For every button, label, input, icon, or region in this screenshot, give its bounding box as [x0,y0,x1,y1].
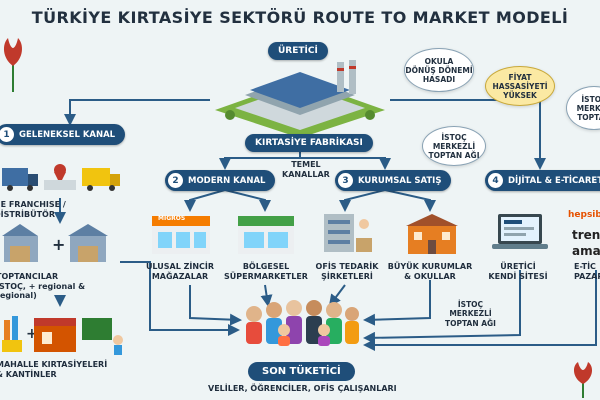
channel-number: 3 [338,173,353,188]
channel-label: DİJİTAL & E-TİCARET [508,175,600,186]
end-consumer-label: SON TÜKETİCİ [248,362,355,381]
page-title: TÜRKİYE KIRTASİYE SEKTÖRÜ ROUTE TO MARKE… [31,8,569,27]
core-channels-note: TEMEL KANALLAR [282,160,330,179]
office-supply-label: OFİS TEDARİK ŞİRKETLERİ [315,262,379,281]
school-building-icon [406,214,458,254]
svg-text:+: + [52,235,65,254]
factory-icon [215,60,385,138]
channel-label: GELENEKSEL KANAL [19,129,116,140]
arrow-marketplace-to-consumer [363,270,597,351]
channel-number: 4 [488,173,503,188]
trucks-icon [2,164,120,191]
end-consumer-subtitle: VELİLER, ÖĞRENCİLER, OFİS ÇALIŞANLARI [208,384,397,393]
channel-number: 2 [168,173,183,188]
arrow-office-to-consumer [328,284,346,307]
channel-digital: 4 DİJİTAL & E-TİCARET [485,170,600,191]
channel-modern: 2 MODERN KANAL [165,170,276,191]
marketplaces-label: E-TİC PAZARY [574,262,600,281]
store-sign: MIGROS [158,215,186,222]
svg-text:+: + [26,326,38,342]
arrow-to-modern [219,148,301,170]
neighborhood-stores-label: MAHALLE KIRTASİYELERİ & KANTİNLER [0,360,108,379]
factory-label: KIRTASİYE FABRİKASI [245,134,373,152]
laptop-icon [492,214,548,249]
arrow-institutions-to-consumer [363,280,431,326]
arrow-own-site-to-consumer [363,270,521,344]
price-sensitivity-bubble: FİYAT HASSASİYETİ YÜKSEK [485,66,555,106]
arrow-to-regional [224,189,271,212]
national-chains-label: ULUSAL ZİNCİR MAĞAZALAR [145,262,215,281]
consumers-group-icon [246,300,359,346]
channel-traditional: 1 GELENEKSEL KANAL [0,124,126,145]
arrow-to-office [339,189,386,212]
istoc-network-note-bottom: İSTOÇ MERKEZLİ TOPTAN AĞI [445,300,496,328]
wholesalers-label: TOPTANCILAR İSTOÇ, + regional & regional… [0,272,86,301]
producer-label: ÜRETİCİ [268,42,328,60]
regional-supermarket-icon [238,216,294,254]
arrow-chains-to-consumer [189,285,242,326]
own-site-label: ÜRETİCİ KENDİ SİTESİ [488,262,548,281]
channel-label: KURUMSAL SATIŞ [358,175,442,186]
back-to-school-bubble: OKULA DÖNÜŞ DÖNEMİ HASADI [404,48,474,92]
arrow-to-chains [184,189,226,212]
channel-label: MODERN KANAL [188,175,266,186]
warehouses-icon: + [2,224,108,262]
brand-trendyol: tren [572,228,600,242]
arrow-regional-to-consumer [260,284,273,307]
brand-hepsiburada: hepsib [568,210,600,220]
channel-corporate: 3 KURUMSAL SATIŞ [335,170,452,191]
large-institutions-label: BÜYÜK KURUMLAR & OKULLAR [387,262,473,281]
arrow-to-traditional [64,99,210,126]
istoc-network-bubble-top: İSTOÇ MERKEZLİ TOPTAN AĞI [422,126,486,166]
tulip-icon-left [3,38,23,92]
regional-supermarkets-label: BÖLGESEL SÜPERMARKETLER [224,262,308,281]
arrow-wholesale-to-consumer [120,261,240,336]
office-supply-icon [324,214,372,252]
national-chain-store-icon [152,216,210,254]
arrow-to-corporate [300,157,391,170]
tulip-icon-right [573,362,593,398]
brand-amazon: amaz [572,244,600,258]
franchise-distributor-label: GE FRANCHISE / DİSTRİBÜTÖR [0,200,66,219]
arrow-to-institutions [384,189,436,212]
channel-number: 1 [0,127,14,142]
neighborhood-stores-icon: + [2,316,123,355]
